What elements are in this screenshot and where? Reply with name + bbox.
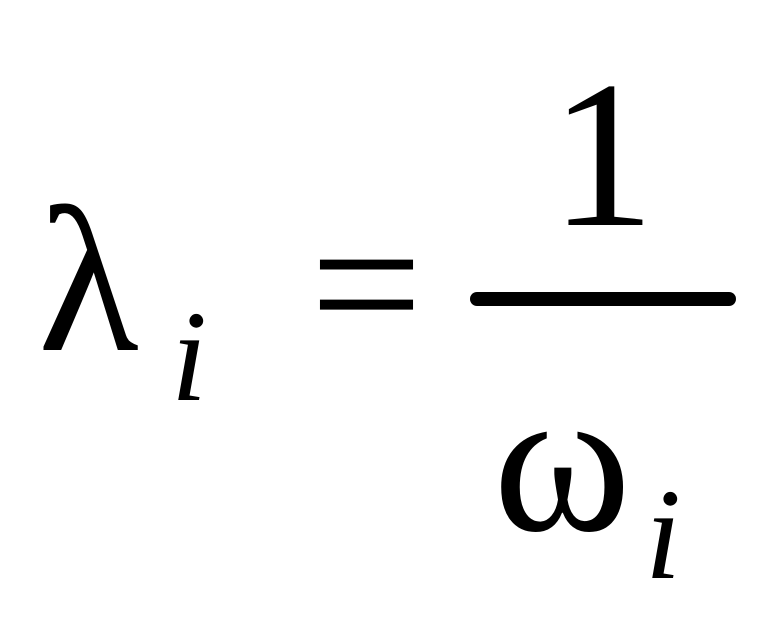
fraction-bar <box>470 292 736 306</box>
omega-symbol: ω <box>493 344 632 576</box>
equals-sign: = <box>310 174 423 395</box>
fraction-numerator: 1 <box>550 39 655 271</box>
omega-subscript: i <box>645 463 682 607</box>
lambda-symbol: λ <box>38 165 139 395</box>
lambda-subscript: i <box>171 285 208 429</box>
